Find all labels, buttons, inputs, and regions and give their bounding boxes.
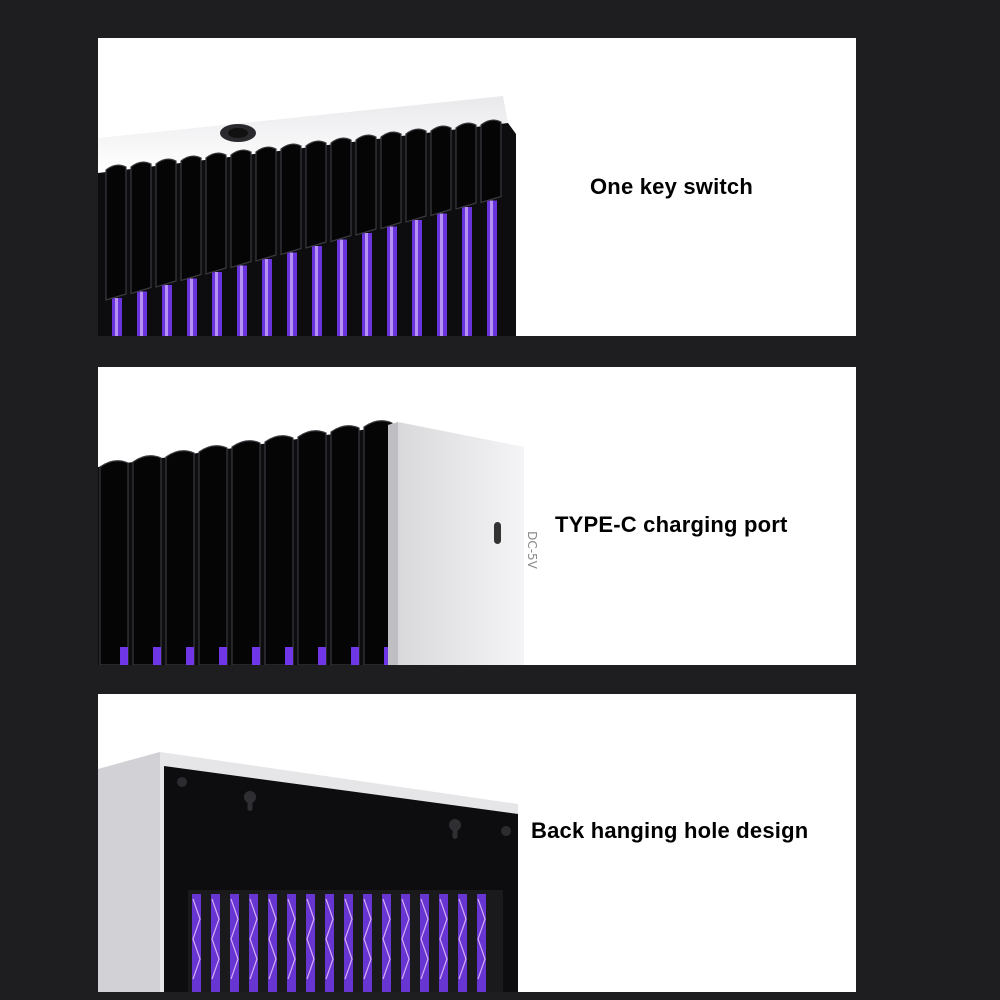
device-back-illustration [98,752,518,992]
caption-type-c-charging-port: TYPE-C charging port [555,512,788,537]
grille-fins [105,119,502,301]
feature-panel-switch: One key switch [98,38,856,336]
feature-panel-back: Back hanging hole design [98,694,856,992]
feature-panel-charging: DC-5V TYPE-C charging port [98,367,856,665]
device-top-housing [98,96,508,173]
uv-tubes [120,647,392,665]
screw-icon [177,777,187,787]
hanging-hole-icon [244,791,256,811]
screw-icon [501,826,511,836]
device-side-panel [388,422,524,665]
caption-back-hanging-hole: Back hanging hole design [531,818,809,843]
port-label: DC-5V [524,531,539,569]
uv-tubes [192,894,486,992]
device-top-illustration [98,96,516,336]
type-c-port-icon [494,522,501,544]
hanging-hole-icon [449,819,461,839]
caption-one-key-switch: One key switch [590,174,753,199]
device-side-illustration [98,420,524,665]
uv-tubes [112,200,497,336]
grille-fins [99,420,393,665]
